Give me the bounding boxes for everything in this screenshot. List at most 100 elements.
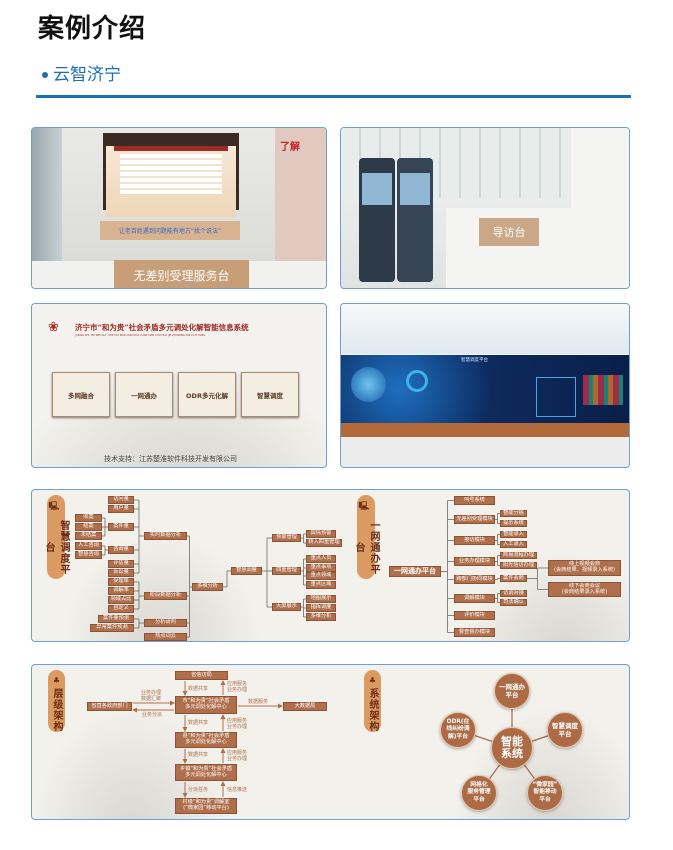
diagram-node: 未结案 [75,532,102,540]
diagram-node: 转入四重管理 [306,539,342,547]
node-bigdata: 大数据局 [283,702,327,711]
system-title: 济宁市“和为贵”社会矛盾多元调处化解智能信息系统 [75,323,249,332]
diagram-node: 督查督办模块 [454,628,495,637]
banner: 让老百姓遇到问题能有地方“找个说法” [100,221,240,240]
label-share: 数据共享 [188,686,209,692]
diagram-node: 多维分析 [192,583,223,591]
diagram-node: 重点区域 [306,581,336,589]
label-service: 应用服务 业务办理 [227,681,248,693]
diagram-node: 智慧咨询 [75,551,102,559]
diagram-node: 评价模块 [454,611,495,620]
diagram-node: 阳光信访办理 [500,562,537,569]
diagram-node: 大屏展示 [272,603,301,611]
diagram-node: 案件量 [108,523,134,531]
dashboard-screen: 智慧调度平台 [341,355,629,423]
diagram-node: 访问量 [108,496,134,504]
diagram-node: 线上视频会商 (会商结果、视频录入系统) [548,560,621,576]
diagram-node: 人工咨询 [75,542,102,550]
label-share: 数据共享 [188,752,209,758]
tech-support: 技术支持：江苏楚淮软件科技开发有限公司 [104,455,237,463]
label-task: 分派任务 [188,787,209,793]
diagram-architecture: ♣层级架构 ♣系统架构 省信访局 市“和为贵”社会矛盾 多元调处化解中心 省直各… [31,664,630,820]
node-city: 市“和为贵”社会矛盾 多元调处化解中心 [175,696,237,714]
diagram-node: 评估量 [108,560,134,568]
diagram-node: 阶段数据分析 [144,592,187,600]
satellite-platform: “微家园” 智能移动 平台 [527,775,563,811]
module-button[interactable]: ODR多元化解 [178,372,236,417]
label-service: 应用服务 业务办理 [227,718,248,730]
platform-tag: 🖳一网通办平台 [353,495,379,579]
architecture-tag: ♣系统架构 [364,670,381,732]
diagram-node: 热点词云 [144,633,187,641]
module-button[interactable]: 多网融合 [52,372,110,417]
screen-title: 智慧调度平台 [461,358,488,363]
platform-tag: 🖳智慧调度平台 [43,495,69,579]
monitor-icon: 🖳 [361,499,371,514]
photo-big-screen: 智慧调度平台 [340,303,630,468]
diagram-node: 智能录入 [500,531,527,538]
diagram-node: 诉讼量 [108,569,134,577]
subtitle-text: 云智济宁 [53,65,121,85]
diagram-node: 用户量 [108,505,134,513]
hierarchy-icon: ♣ [367,674,378,686]
satellite-platform: 一网通办 平台 [494,673,530,709]
diagram-node: 实时数据分析 [144,532,187,540]
diagram-node: 司法确认 [500,599,527,606]
label-dispatch: 业务分派 [142,712,163,718]
node-province: 省信访局 [175,671,228,680]
system-pinyin: JI NING SHI “HE WEI GUI” SHE HUI MAO DUN… [75,334,206,337]
monitor-icon: 🖳 [51,499,61,514]
diagram-dispatch-and-service: 🖳智慧调度平台 🖳一网通办平台 访问量用户量收案结案未结案案件量人工咨询智慧咨询… [31,489,630,642]
diagram-node: 接访模块 [454,536,495,545]
diagram-node: 异常案件预测 [90,624,134,632]
diagram-node: 调解率 [108,587,134,595]
label-push: 信息推送 [227,787,248,793]
display-screen [103,133,239,217]
bullet-icon [42,72,48,78]
diagram-node: 简易流程办理 [500,552,537,559]
satellite-platform: 智慧调度 平台 [547,712,583,748]
diagram-node: 四重管理 [272,567,301,575]
node-county: 县“和为贵”社会矛盾 多元调处化解中心 [175,732,237,748]
diagram-node: 受理率 [108,578,134,586]
diagram-node: 重点领域 [306,572,336,580]
diagram-node: 舆情预警 [306,530,336,538]
photo-service-counter: 了解 让老百姓遇到问题能有地方“找个说法” 无差别受理服务台 [31,127,327,289]
diagram-node: 案件量预测 [98,615,134,623]
diagram-node: 领域占比 [108,596,134,604]
diagram-node: 重点事项 [306,564,336,572]
satellite-platform: ODR(在 线纠纷调 解)平台 [440,712,476,748]
diagram-node: 业务办理模块 [454,557,495,566]
counter-sign: 无差别受理服务台 [114,260,249,288]
hierarchy-icon: ♣ [51,674,62,686]
diagram-node: 无差别受理模块 [454,515,495,524]
diagram-node: 自定义 [108,605,134,613]
diagram-node: 结案 [75,523,102,531]
diagram-node: 提示系统 [500,520,527,527]
page-title: 案例介绍 [38,14,147,44]
module-button[interactable]: 智慧调度 [241,372,299,417]
node-village: 村级“和为贵”调解室 (“微家园”移动平台) [175,798,237,814]
diagram-node: 叫号系统 [454,496,495,505]
diagram-node: 分析研判 [144,619,187,627]
label-gather: 业务办理 数据汇聚 [141,690,162,702]
diagram-node: 重点人员 [306,555,336,563]
diagram-node: 智慧调度 [231,567,262,575]
diagram-node: 人工录入 [500,541,527,548]
diagram-node: 调解模块 [454,594,495,603]
diagram-node: 咨询量 [108,546,134,554]
diagram-node: 智能分拣 [500,510,527,517]
diagram-node: 多维分析 [306,613,336,621]
diagram-node: 线下会商会议 (会商结果录入系统) [548,582,621,597]
diagram-node: 指挥调度 [306,604,336,612]
diagram-node: 预警管理 [272,534,301,542]
label-service: 应用服务 业务办理 [227,750,248,762]
satellite-platform: 网格化 服务管理 平台 [461,775,497,811]
label-dataservice: 数据服务 [248,699,269,705]
node-depts: 省直各政府部门 [87,702,132,711]
diagram-node: 一网通办平台 [389,566,441,577]
diagram-node: 跨部门协同模块 [454,575,495,584]
diagram-node: 案件会商 [500,575,527,582]
module-button[interactable]: 一网通办 [115,372,173,417]
wall-text: 了解 [280,142,300,153]
